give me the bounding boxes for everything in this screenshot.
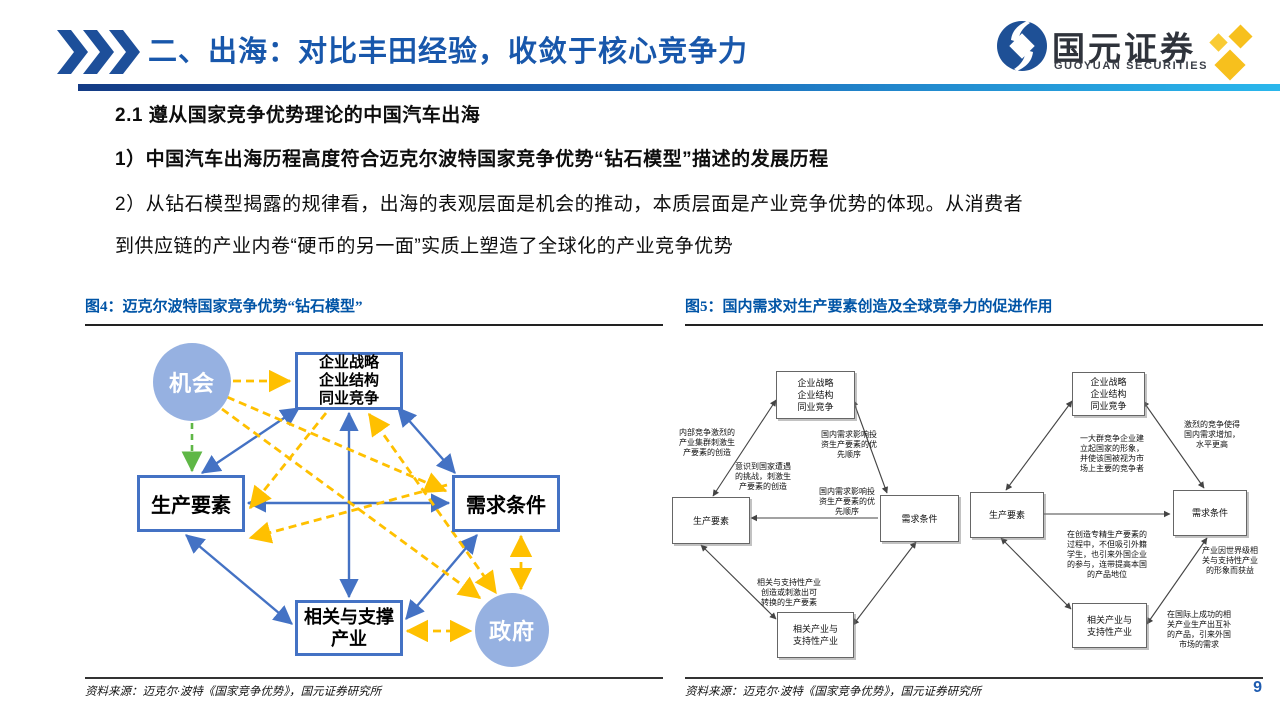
figure4-source: 资料来源：迈克尔·波特《国家竞争优势》，国元证券研究所 [85,677,663,699]
node-government: 政府 [475,593,549,667]
node-strategy: 企业战略 企业结构 同业竞争 [295,352,403,410]
node-demand-conditions: 需求条件 [452,475,560,532]
fig5-right-label-competition: 激烈的竞争使得 国内需求增加， 水平更高 [1184,420,1240,449]
fig5-left-node-demand: 需求条件 [880,495,959,542]
figure4-arrows [181,369,533,643]
fig5-right-node-factors: 生产要素 [970,492,1044,538]
fig5-left-node-strategy: 企业战略 企业结构 同业竞争 [776,371,855,419]
fig5-right-node-strategy: 企业战略 企业结构 同业竞争 [1072,372,1145,416]
figure5-diagrams: 企业战略 企业结构 同业竞争 生产要素 需求条件 相关产业与 支持性产业 内部竞… [668,332,1268,674]
fig5-left-label-invest-mid: 国内需求影响投 资生产要素的优 先顺序 [819,487,875,516]
fig5-left-label-invest-top: 国内需求影响投 资生产要素的优 先顺序 [821,430,877,459]
fig5-left-node-related: 相关产业与 支持性产业 [777,612,854,658]
figure5-arrows [700,399,1208,626]
fig5-right-label-image: 一大群竞争企业建 立起国家的形象， 并使该国被视为市 场上主要的竞争者 [1080,434,1144,473]
guoyuan-logo-emblem-icon [997,21,1047,71]
figure5-source: 资料来源：迈克尔·波特《国家竞争优势》，国元证券研究所 [685,677,1263,699]
node-related-industries: 相关与支撑 产业 [295,600,403,656]
fig5-left-label-convert: 相关与支持性产业 创造或刺激出可 转换的生产要素 [757,578,821,607]
figure4-caption: 图4：迈克尔波特国家竞争优势“钻石模型” [85,295,663,326]
fig5-right-node-related: 相关产业与 支持性产业 [1072,603,1147,648]
triple-chevron-icon [57,30,140,74]
body-point-1: 1）中国汽车出海历程高度符合迈克尔波特国家竞争优势“钻石模型”描述的发展历程 [115,149,829,170]
fig5-left-label-challenge: 意识到国家遭遇 的挑战，刺激生 产要素的创造 [735,462,791,491]
fig5-right-node-demand: 需求条件 [1173,490,1247,536]
body-point-2-line-2: 到供应链的产业内卷“硬币的另一面”实质上塑造了全球化的产业竞争优势 [115,236,734,257]
fig5-left-label-cluster: 内部竞争激烈的 产业集群刺激生 产要素的创造 [679,428,735,457]
fig5-right-label-benefit: 产业因世界级相 关与支持性产业 的形象而获益 [1202,546,1258,575]
section-heading: 2.1 遵从国家竞争优势理论的中国汽车出海 [115,105,481,126]
header-divider [78,84,1280,91]
figure4-diamond-diagram: 机会 企业战略 企业结构 同业竞争 生产要素 需求条件 相关与支撑 产业 政府 [88,332,658,674]
fig5-right-label-specialized: 在创造专精生产要素的 过程中，不但吸引外籍 学生，也引来外国企业 的参与，连带提… [1067,530,1147,579]
logo-text-cn: 国元证券 [1052,30,1196,67]
fig5-right-label-complementary: 在国际上成功的相 关产业生产出互补 的产品，引来外国 市场的需求 [1167,610,1231,649]
page-number: 9 [1253,679,1262,696]
node-factor-conditions: 生产要素 [137,475,245,532]
sparkles-icon [1204,24,1260,82]
page-title: 二、出海：对比丰田经验，收敛于核心竞争力 [148,36,749,68]
body-point-2-line-1: 2）从钻石模型揭露的规律看，出海的表观层面是机会的推动，本质层面是产业竞争优势的… [115,194,1024,215]
logo-text-en: GUOYUAN SECURITIES [1054,60,1209,72]
figure5-caption: 图5：国内需求对生产要素创造及全球竞争力的促进作用 [685,295,1263,326]
node-chance: 机会 [153,343,231,421]
fig5-left-node-factors: 生产要素 [672,497,750,544]
